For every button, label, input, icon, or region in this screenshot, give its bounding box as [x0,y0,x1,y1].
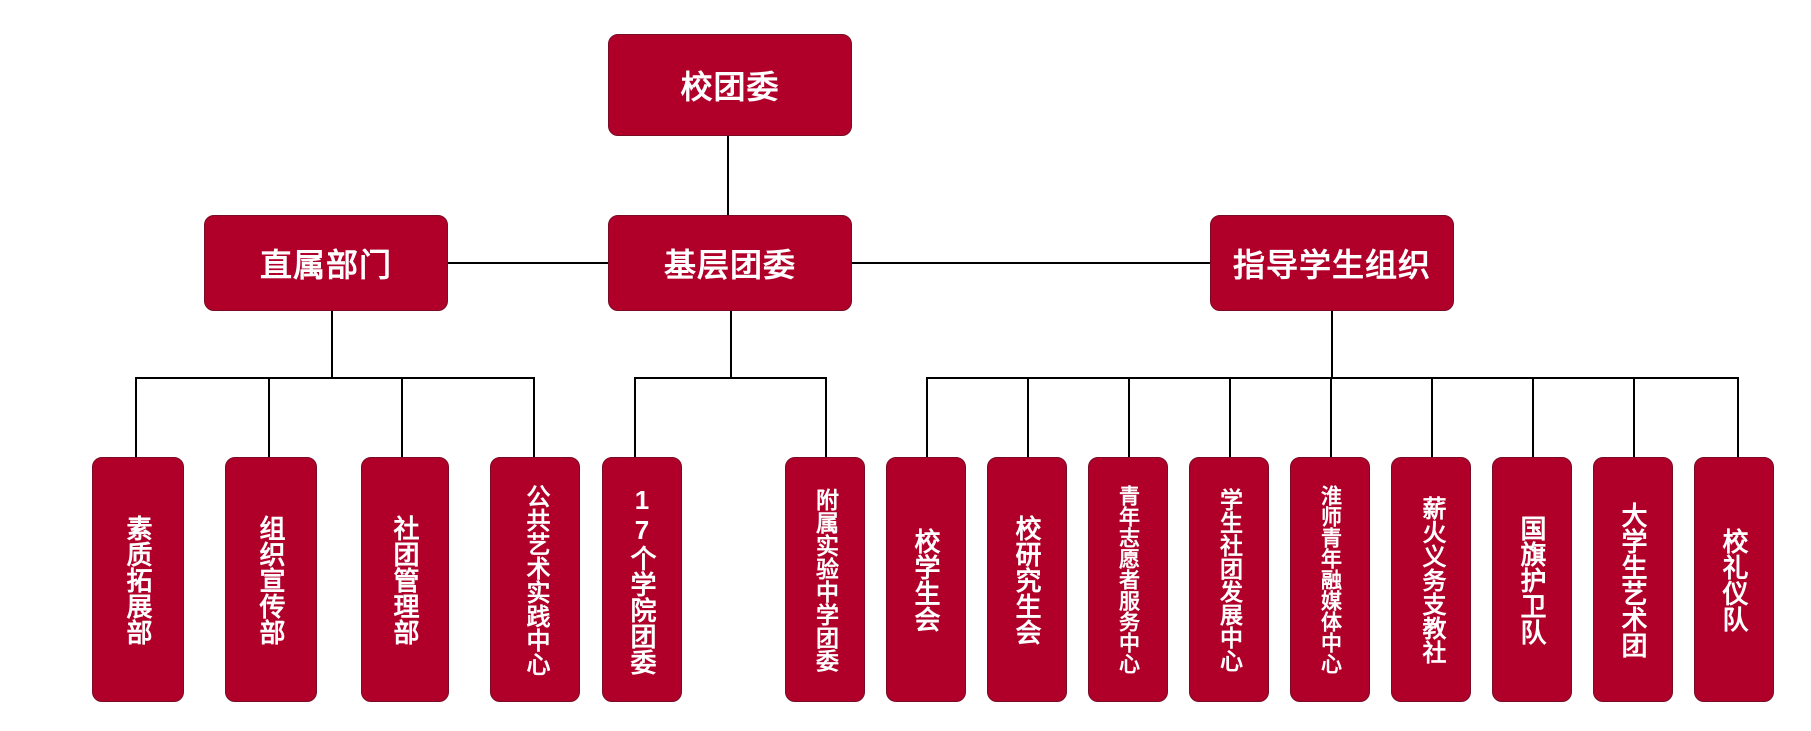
connector-top-to-middle [727,134,729,217]
connector-grassroots-stem [730,310,732,378]
connector-dept-drop-1 [135,377,137,457]
leaf-label: 青年志愿者服务中心 [1116,485,1140,674]
connector-dept-bar [135,377,535,379]
node-label: 直属部门 [259,247,392,283]
connector-guide-drop-7 [1532,377,1534,457]
connector-grassroots-bar [634,377,827,379]
connector-guide-drop-8 [1633,377,1635,457]
connector-guide-drop-2 [1027,377,1029,457]
leaf-student-art-troupe: 大学生艺术团 [1593,457,1673,702]
leaf-organization-publicity-dept: 组织宣传部 [225,457,317,702]
node-school-youth-league: 校团委 [608,34,852,136]
connector-guide-drop-5 [1330,377,1332,457]
leaf-label: 组织宣传部 [256,514,286,645]
node-label: 校团委 [680,69,780,105]
leaf-label: 淮师青年融媒体中心 [1318,485,1342,674]
node-label: 指导学生组织 [1232,247,1431,283]
leaf-label: 附属实验中学团委 [812,487,839,672]
leaf-quality-development-dept: 素质拓展部 [92,457,184,702]
node-direct-departments: 直属部门 [204,215,448,311]
leaf-label: 素质拓展部 [123,514,153,645]
leaf-youth-media-center: 淮师青年融媒体中心 [1290,457,1370,702]
leaf-public-art-practice-center: 公共艺术实践中心 [490,457,580,702]
connector-dept-stem [331,310,333,378]
connector-dept-drop-2 [268,377,270,457]
connector-guide-bar [926,377,1739,379]
connector-guide-drop-6 [1431,377,1433,457]
connector-guide-drop-1 [926,377,928,457]
leaf-label: 校礼仪队 [1719,527,1749,632]
leaf-student-club-development-center: 学生社团发展中心 [1189,457,1269,702]
connector-dept-drop-3 [401,377,403,457]
leaf-label: 大学生艺术团 [1618,501,1648,658]
connector-guide-drop-3 [1128,377,1130,457]
connector-guide-drop-9 [1737,377,1739,457]
connector-dept-drop-4 [533,377,535,457]
leaf-college-league-committees: 17个学院团委 [602,457,682,702]
leaf-youth-volunteer-center: 青年志愿者服务中心 [1088,457,1168,702]
leaf-student-union: 校学生会 [886,457,966,702]
leaf-label: 学生社团发展中心 [1216,487,1243,672]
node-label: 基层团委 [663,247,796,283]
leaf-label: 校学生会 [911,527,941,632]
connector-grassroots-drop-2 [825,377,827,457]
leaf-label: 社团管理部 [390,514,420,645]
leaf-club-management-dept: 社团管理部 [361,457,449,702]
connector-guide-stem [1331,310,1333,378]
connector-guide-drop-4 [1229,377,1231,457]
leaf-volunteer-teaching-society: 薪火义务支教社 [1391,457,1471,702]
leaf-label: 公共艺术实践中心 [522,483,549,676]
leaf-label: 校研究生会 [1012,514,1042,645]
leaf-ceremony-team: 校礼仪队 [1694,457,1774,702]
leaf-label: 17个学院团委 [627,484,657,675]
leaf-flag-guard: 国旗护卫队 [1492,457,1572,702]
leaf-graduate-student-union: 校研究生会 [987,457,1067,702]
node-guided-student-orgs: 指导学生组织 [1210,215,1454,311]
connector-grassroots-drop-1 [634,377,636,457]
connector-middle-left [448,262,610,264]
node-grassroots-league: 基层团委 [608,215,852,311]
leaf-label: 薪火义务支教社 [1418,495,1445,664]
leaf-label: 国旗护卫队 [1517,514,1547,645]
connector-middle-right [852,262,1210,264]
leaf-affiliated-middle-school-league: 附属实验中学团委 [785,457,865,702]
